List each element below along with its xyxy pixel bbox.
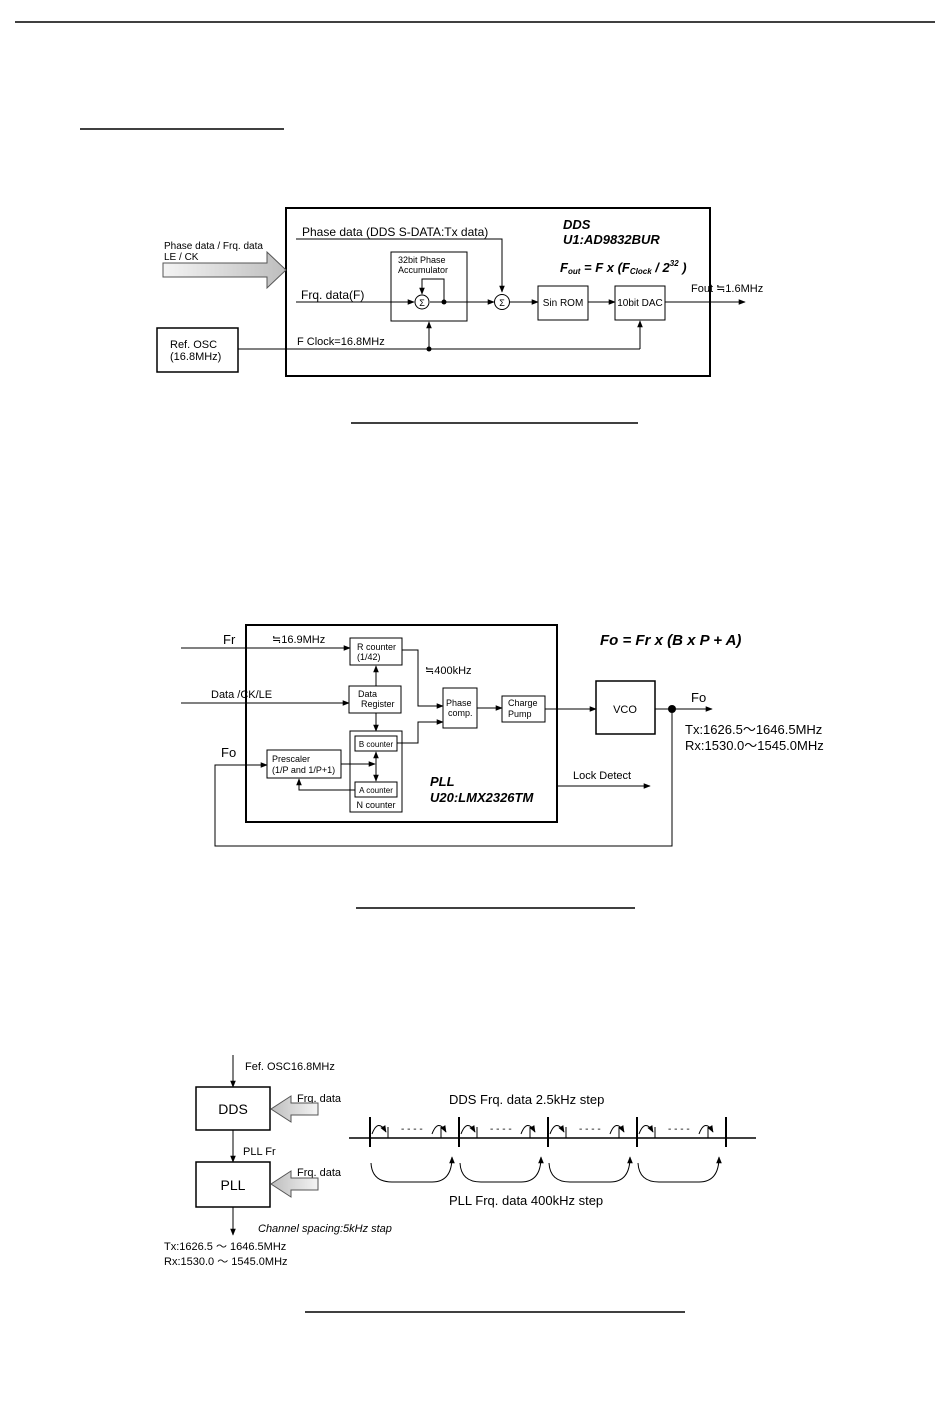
- step-frq-data-label-2: Frq. data: [297, 1167, 342, 1179]
- step-tx-range: Tx:1626.5 ～ 1646.5MHz: [164, 1241, 286, 1253]
- step-dds-arc: [549, 1125, 565, 1135]
- step-frq-data-label: Frq. data: [297, 1093, 342, 1105]
- pll-r-to-phase-line: [402, 649, 444, 709]
- pll-formula: Fo = Fr x (B x P + A): [600, 632, 741, 649]
- pll-r-counter: [349, 637, 403, 666]
- step-ref-osc-label: Fef. OSC16.8MHz: [245, 1061, 335, 1073]
- pll-output-junction: [668, 705, 676, 713]
- step-pll-arc: [548, 1156, 633, 1183]
- step-dds-arc: [638, 1125, 654, 1135]
- pll-phase-comp-label: Phase: [446, 698, 472, 708]
- pll-fr-label: Fr: [223, 632, 236, 647]
- dds-frq-data-label: Frq. data(F): [301, 288, 364, 302]
- dds-phase-sum: [494, 294, 510, 310]
- dds-formula: Fout = F x (FClock / 232 ): [560, 259, 687, 276]
- pll-b-to-phase-line: [397, 719, 444, 744]
- pll-vco-label: VCO: [613, 704, 637, 716]
- dds-title: DDS: [563, 217, 591, 232]
- pll-r-counter-label-2: (1/42): [357, 652, 381, 662]
- step-pll-arc: [370, 1156, 455, 1183]
- pll-tx-range: Tx:1626.5～1646.5MHz: [685, 722, 822, 737]
- pll-rx-range: Rx:1530.0～1545.0MHz: [685, 738, 824, 753]
- pll-charge-pump-label: Charge: [508, 698, 538, 708]
- pll-title: PLL: [430, 774, 455, 789]
- dds-chip-name: U1:AD9832BUR: [563, 232, 660, 247]
- dds-ref-osc-label-2: (16.8MHz): [170, 351, 221, 363]
- pll-b-counter-label: B counter: [359, 740, 394, 749]
- dds-diagram: DDS U1:AD9832BUR Fout = F x (FClock / 23…: [156, 207, 763, 424]
- dds-phase-accumulator: [390, 251, 468, 322]
- pll-prescaler: [266, 749, 342, 779]
- pll-feedback-loop: [214, 713, 673, 847]
- dds-dac-label: 10bit DAC: [617, 298, 663, 309]
- dds-accumulator-label-2: Accumulator: [398, 265, 448, 275]
- step-diagram: Fef. OSC16.8MHz DDS Frq. data PLL Fr PLL…: [164, 1055, 756, 1313]
- step-dds-input-arrow: [270, 1095, 319, 1123]
- step-dds-arc: [431, 1125, 447, 1135]
- step-dashes: - - - -: [579, 1124, 601, 1135]
- dds-accumulator-label: 32bit Phase: [398, 255, 446, 265]
- dds-dac: [614, 285, 666, 321]
- step-pll-arc: [637, 1156, 722, 1183]
- dds-fclock-label: F Clock=16.8MHz: [297, 336, 385, 348]
- dds-input-label: Phase data / Frq. data: [164, 241, 263, 252]
- step-dashes: - - - -: [401, 1124, 423, 1135]
- step-channel-spacing: Channel spacing:5kHz stap: [258, 1223, 392, 1235]
- pll-data-register-label: Data: [358, 689, 377, 699]
- pll-prescaler-label: Prescaler: [272, 754, 310, 764]
- step-dds-arc: [520, 1125, 536, 1135]
- step-dds-arc: [460, 1125, 476, 1135]
- pll-prescaler-label-2: (1/P and 1/P+1): [272, 765, 335, 775]
- pll-charge-pump: [501, 695, 546, 723]
- step-pll-label: PLL: [221, 1177, 246, 1193]
- step-pll-arc: [459, 1156, 544, 1183]
- pll-charge-pump-label-2: Pump: [508, 709, 532, 719]
- step-dds-label: DDS: [218, 1101, 248, 1117]
- pll-fo-in-label: Fo: [221, 745, 236, 760]
- pll-vco: [595, 680, 656, 735]
- pll-n-counter-label: N counter: [356, 800, 395, 810]
- dds-input-arrow: [162, 250, 287, 290]
- step-dds-arc: [609, 1125, 625, 1135]
- pll-phase-freq: ≒400kHz: [425, 665, 472, 677]
- pll-data-label: Data /CK/LE: [211, 689, 272, 701]
- dds-chip-box: [285, 207, 711, 377]
- pll-chip-box: [245, 624, 558, 823]
- step-dds-arc: [698, 1125, 714, 1135]
- dds-phase-data-label: Phase data (DDS S-DATA:Tx data): [302, 225, 488, 239]
- pll-data-register: [348, 685, 402, 714]
- dds-accumulator-feedback: [419, 278, 445, 302]
- step-dashes: - - - -: [668, 1124, 690, 1135]
- step-dds-step-label: DDS Frq. data 2.5kHz step: [449, 1092, 604, 1107]
- pll-data-register-label-2: Register: [361, 699, 395, 709]
- dds-accumulator-sum-symbol: Σ: [419, 298, 425, 308]
- dds-accumulator-sum: [414, 294, 430, 310]
- pll-chip-name: U20:LMX2326TM: [430, 790, 534, 805]
- dds-phase-sum-symbol: Σ: [499, 298, 505, 308]
- dds-clock-junction: [426, 346, 432, 352]
- step-dashes: - - - -: [490, 1124, 512, 1135]
- step-rx-range: Rx:1530.0 ～ 1545.0MHz: [164, 1256, 288, 1268]
- pll-diagram: Fo = Fr x (B x P + A) Fr ≒16.9MHz R coun…: [181, 624, 824, 909]
- dds-phase-data-line: [296, 238, 505, 293]
- step-pll-step-label: PLL Frq. data 400kHz step: [449, 1193, 603, 1208]
- pll-lock-detect-label: Lock Detect: [573, 770, 631, 782]
- step-pll-fr-label: PLL Fr: [243, 1146, 276, 1158]
- pll-a-to-prescaler-line: [296, 778, 355, 791]
- dds-fout-label: Fout ≒1.6MHz: [691, 283, 763, 295]
- pll-fo-out-label: Fo: [691, 690, 706, 705]
- dds-sin-rom-label: Sin ROM: [543, 298, 584, 309]
- dds-input-label-2: LE / CK: [164, 252, 199, 263]
- dds-ref-osc-label: Ref. OSC: [170, 339, 217, 351]
- step-pll-input-arrow: [270, 1170, 319, 1198]
- pll-a-counter-label: A counter: [359, 786, 393, 795]
- pll-fr-freq: ≒16.9MHz: [272, 634, 325, 646]
- dds-sin-rom: [537, 285, 589, 321]
- pll-r-counter-label: R counter: [357, 642, 396, 652]
- dds-ref-osc: [156, 327, 239, 373]
- pll-phase-comp-label-2: comp.: [448, 708, 473, 718]
- step-dds-arc: [371, 1125, 387, 1135]
